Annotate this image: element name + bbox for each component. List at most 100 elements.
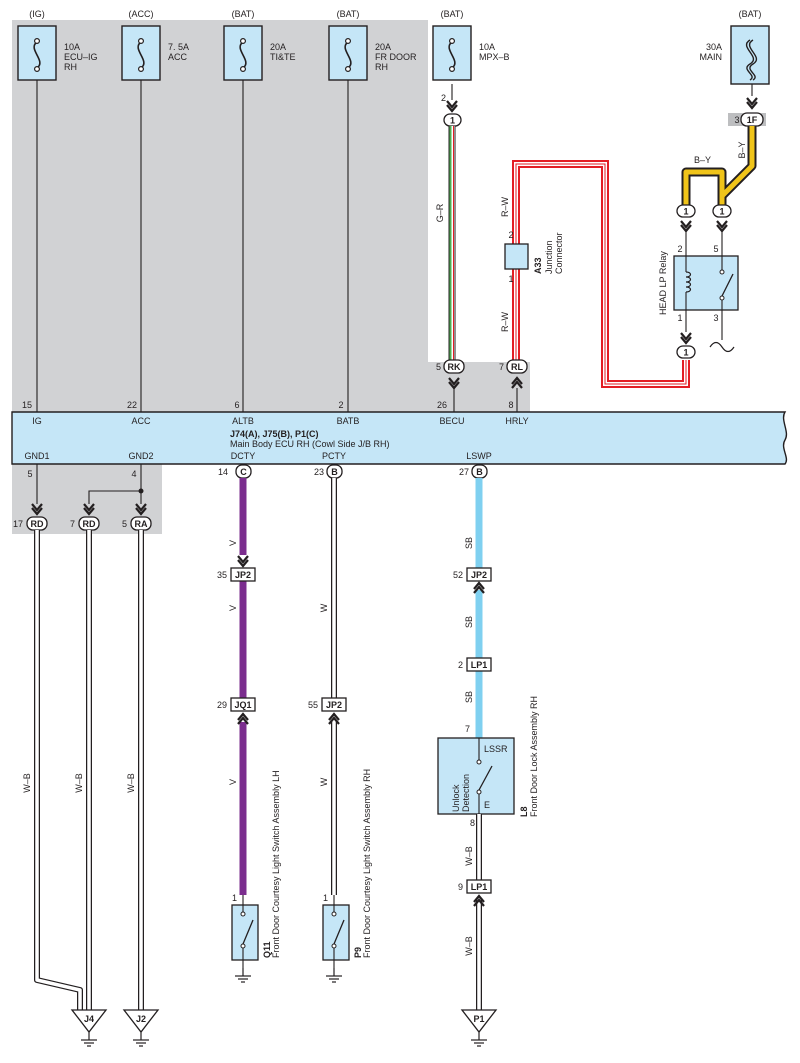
- connector-label: RD: [31, 519, 44, 529]
- pin-number: 5: [122, 519, 127, 529]
- main-relay-circuit: 3 1F B–Y B–Y 1 1 2 5 1 3: [658, 84, 766, 359]
- ground-icon: [470, 1031, 488, 1047]
- ground-label: J4: [84, 1014, 94, 1024]
- hrly-circuit: R–W R–W 2 1 A33 Junction Connector 7 RL: [499, 160, 690, 412]
- wire-color-label: W–B: [464, 846, 474, 866]
- pin-number: 5: [27, 469, 32, 479]
- connector-label: RD: [83, 519, 96, 529]
- fuse-source-label: (IG): [29, 9, 45, 19]
- connector-box: [230, 567, 256, 582]
- pin-number: 14: [218, 467, 228, 477]
- pin-number: 2: [458, 660, 463, 670]
- wire-color-label: W–B: [22, 773, 32, 793]
- ground-j2: J2: [122, 1009, 160, 1047]
- ecu-pin-label: GND1: [24, 451, 49, 461]
- connector-label: 1: [683, 348, 688, 358]
- fuse-name: MPX–B: [479, 52, 510, 62]
- inner-label-2: Detection: [461, 774, 471, 812]
- component-name: Front Door Courtesy Light Switch Assembl…: [362, 769, 372, 958]
- fuse-source-label: (BAT): [739, 9, 762, 19]
- switch-contact-icon: [242, 919, 254, 945]
- connector-label: JQ1: [234, 700, 251, 710]
- wire-color-label: V: [228, 540, 238, 546]
- wire-continuation-icon: [709, 341, 735, 353]
- pin-number: 7: [465, 724, 470, 734]
- connector-label: JP2: [471, 570, 487, 580]
- pin-number: 1: [323, 893, 328, 903]
- connector-label: RA: [135, 519, 148, 529]
- connector-label: JP2: [235, 570, 251, 580]
- wire-color-label: V: [228, 605, 238, 611]
- ground-icon: [80, 1031, 98, 1047]
- pin-number: 17: [13, 519, 23, 529]
- pin-number: 4: [131, 469, 136, 479]
- connector-arrow-icon: [236, 554, 250, 568]
- fuse-source-label: (BAT): [441, 9, 464, 19]
- pin-label: E: [484, 800, 490, 810]
- fuse-rating: 10A: [64, 42, 80, 52]
- pin-number: 1: [232, 893, 237, 903]
- wire-w-b: [34, 530, 144, 1010]
- connector-label: JP2: [326, 700, 342, 710]
- ecu-pin-number: 26: [437, 400, 447, 410]
- pin-number: 2: [441, 93, 446, 103]
- ecu-pin-number: 8: [508, 400, 513, 410]
- component-name: HEAD LP Relay: [658, 251, 668, 315]
- ecu-pin-label: BECU: [439, 416, 464, 426]
- pin-number: 1: [508, 274, 513, 284]
- connector-label: B: [476, 467, 483, 477]
- fuse-rating: 20A: [375, 42, 391, 52]
- ecu-pin-number: 2: [338, 400, 343, 410]
- wire-color-label: W–B: [74, 773, 84, 793]
- component-code: A33: [533, 257, 543, 274]
- fuse-source-label: (BAT): [337, 9, 360, 19]
- wire-g-r: [448, 126, 456, 360]
- ground-circuits: 5 4 17 RD 7 RD 5 RA W–B W–B W–B J4: [13, 464, 160, 1047]
- fuse-name: ECU–IG: [64, 52, 98, 62]
- wire-color-label: G–R: [435, 203, 445, 222]
- connector-arrow-icon: [679, 219, 693, 233]
- relay-contact-icon: [721, 273, 734, 297]
- wire-color-label: B–Y: [737, 141, 747, 158]
- connector-box: [466, 879, 492, 894]
- main-body-ecu: 15 IG 22 ACC 6 ALTB 2 BATB 26 BECU 8 HRL…: [11, 400, 788, 465]
- connector-oval: [712, 204, 732, 218]
- junction-connector-a33: 2 1 A33 Junction Connector: [504, 230, 564, 284]
- fuse-name: TI&TE: [270, 52, 296, 62]
- ecu-pin-label: DCTY: [231, 451, 256, 461]
- ground-j4: J4: [70, 1009, 108, 1047]
- pin-number: 5: [713, 244, 718, 254]
- connector-label: RK: [448, 362, 461, 372]
- wire-color-label: B–Y: [694, 155, 711, 165]
- ground-label: P1: [473, 1014, 484, 1024]
- ecu-pin-label: BATB: [337, 416, 360, 426]
- fusible-link-icon: [745, 39, 758, 81]
- wire-color-label: W: [319, 777, 329, 786]
- pin-number: 35: [217, 570, 227, 580]
- ground-icon: [234, 967, 252, 983]
- fuse-name: MAIN: [700, 52, 723, 62]
- fuse-rating: 10A: [479, 42, 495, 52]
- connector-label: 1: [719, 207, 724, 217]
- component-code: L8: [519, 806, 529, 817]
- pin-number: 9: [458, 882, 463, 892]
- ground-icon: [132, 1031, 150, 1047]
- fuse-ecu-ig-rh: (IG) 10A ECU–IG RH: [17, 9, 98, 81]
- component-name-2: Connector: [554, 232, 564, 274]
- fuse-source-label: (BAT): [232, 9, 255, 19]
- pin-number: 2: [677, 244, 682, 254]
- component-code: Q11: [262, 941, 272, 958]
- connector-arrow-icon: [745, 96, 759, 110]
- pcty-circuit: 23 B W W 55 JP2 1 P9 Front Door Courtesy…: [308, 464, 372, 983]
- fuse-main: (BAT) 30A MAIN: [700, 9, 770, 85]
- ground-icon: [325, 967, 343, 983]
- pin-number: 23: [314, 467, 324, 477]
- fuse-name: FR DOOR: [375, 52, 417, 62]
- pin-number: 1: [677, 313, 682, 323]
- wire-color-label: W–B: [464, 936, 474, 956]
- fuse-acc: (ACC) 7. 5A ACC: [121, 9, 189, 81]
- wire-color-label: SB: [464, 616, 474, 628]
- dcty-circuit: 14 C V V V 35 JP2 29 JQ1 1 Q11 Front Doo…: [217, 464, 281, 983]
- wire-r-w: [512, 160, 690, 388]
- ground-p1: P1: [460, 1009, 498, 1047]
